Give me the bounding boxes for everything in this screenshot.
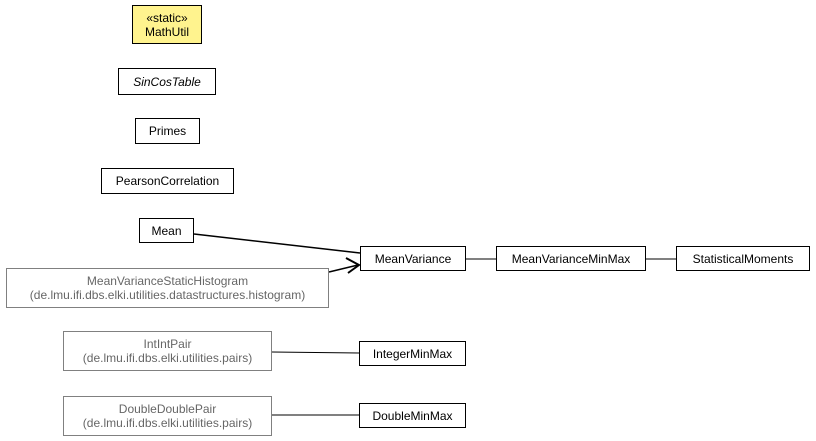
class-node-statisticalmoments[interactable]: StatisticalMoments [676,246,810,271]
class-name: IntIntPair [143,337,192,351]
class-node-mathutil[interactable]: «static» MathUtil [132,5,202,44]
class-name: PearsonCorrelation [115,174,220,188]
class-node-pearsoncorrelation[interactable]: PearsonCorrelation [101,168,234,194]
class-node-meanvariance[interactable]: MeanVariance [360,246,466,271]
class-node-primes[interactable]: Primes [135,118,200,144]
package-label: (de.lmu.ifi.dbs.elki.utilities.pairs) [82,416,253,430]
package-label: (de.lmu.ifi.dbs.elki.utilities.pairs) [82,351,253,365]
class-name: IntegerMinMax [372,346,453,361]
class-name: MathUtil [144,24,189,39]
class-node-integerminmax[interactable]: IntegerMinMax [359,341,466,366]
class-node-intintpair[interactable]: IntIntPair (de.lmu.ifi.dbs.elki.utilitie… [63,331,272,371]
stereotype-label: «static» [146,10,188,25]
class-name: MeanVarianceStaticHistogram [86,274,249,288]
class-name: DoubleMinMax [372,408,453,423]
class-name: Primes [148,124,187,138]
edge-mean-meanvariance [193,233,361,254]
class-name: DoubleDoublePair [118,402,217,416]
class-node-doubledoublepair[interactable]: DoubleDoublePair (de.lmu.ifi.dbs.elki.ut… [63,396,272,436]
class-name: MeanVariance [374,251,452,266]
class-name: MeanVarianceMinMax [511,251,631,266]
edge-mvsh-meanvariance [328,264,359,273]
class-name: Mean [151,223,182,238]
class-node-mean[interactable]: Mean [139,218,194,243]
class-node-doubleminmax[interactable]: DoubleMinMax [359,403,466,428]
class-name: SinCosTable [133,74,201,89]
arrowhead-icon [345,257,361,274]
package-label: (de.lmu.ifi.dbs.elki.utilities.datastruc… [29,288,306,302]
class-node-meanvarianceminmax[interactable]: MeanVarianceMinMax [496,246,646,271]
class-name: StatisticalMoments [692,251,794,266]
class-node-sincostable[interactable]: SinCosTable [118,68,216,95]
edge-intintpair-integerminmax [271,351,360,354]
class-node-meanvariancestatichistogram[interactable]: MeanVarianceStaticHistogram (de.lmu.ifi.… [6,268,329,308]
